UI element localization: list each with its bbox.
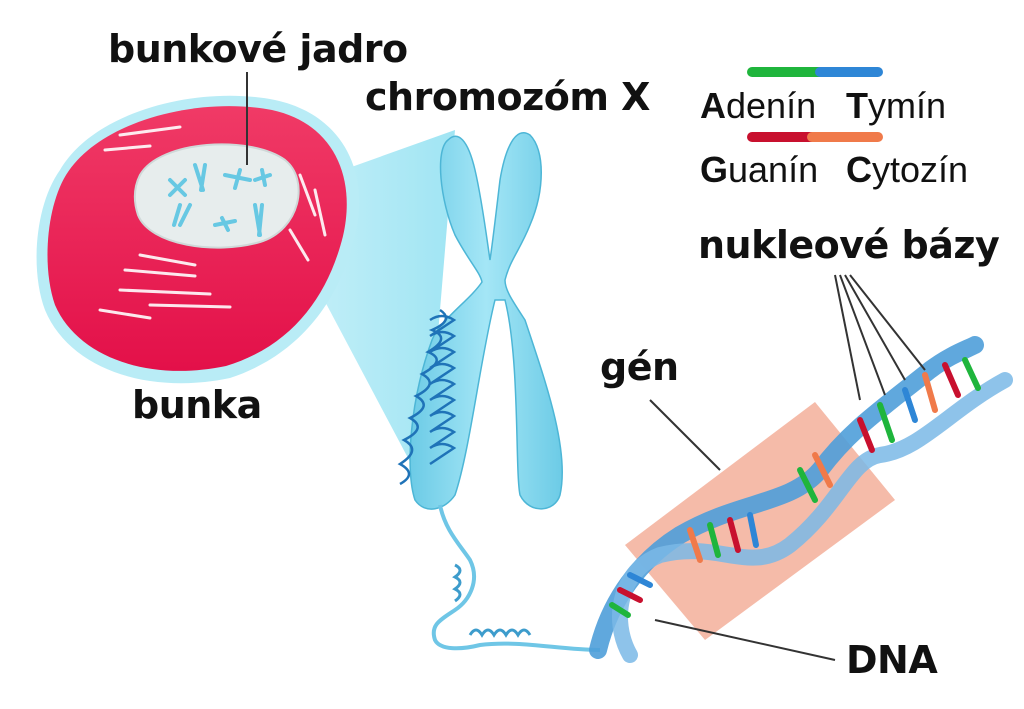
- nucleus: [133, 143, 300, 249]
- label-dna: DNA: [846, 638, 938, 682]
- label-cell: bunka: [132, 383, 262, 427]
- label-chromosome: chromozóm X: [365, 75, 650, 119]
- pointer-lines: [649, 274, 926, 661]
- chromatin-thread: [431, 504, 601, 652]
- dna-helix: [589, 336, 1013, 663]
- legend-cytosine: Cytozín: [846, 149, 969, 190]
- label-bases: nukleové bázy: [698, 223, 1000, 267]
- chromosome: [397, 132, 564, 510]
- label-gene: gén: [600, 345, 679, 389]
- cell: [36, 95, 360, 384]
- legend-bars: [747, 67, 883, 142]
- legend-adenine: Adenín: [700, 85, 817, 126]
- legend-thymine: Tymín: [846, 85, 947, 126]
- label-nucleus: bunkové jadro: [108, 27, 408, 71]
- legend-guanine: Guanín: [700, 149, 819, 190]
